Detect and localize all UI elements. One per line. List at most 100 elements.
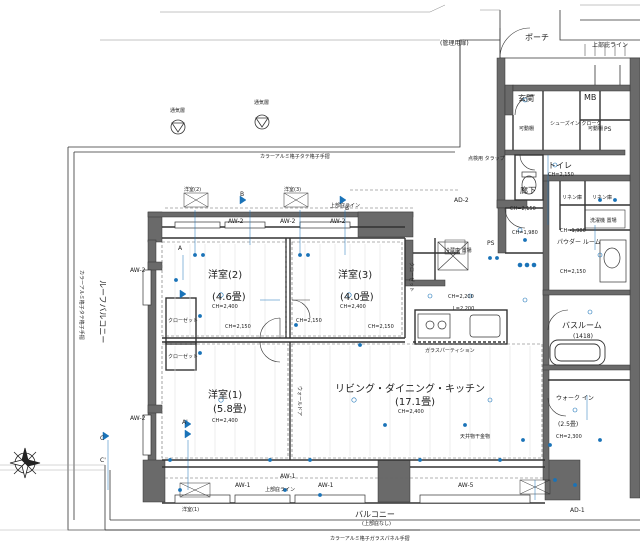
rail-left-label: カラーアルミ格子タテ格子手摺 [78, 270, 85, 340]
vent-symbols [170, 114, 270, 135]
bathroom-label: バスルーム [562, 321, 602, 330]
linen2-label: リネン庫 [592, 194, 612, 201]
linen1-label: リネン庫 [562, 194, 582, 201]
door-porch [499, 27, 531, 59]
upper-hisashi-top-label: 上部庇ライン [592, 41, 628, 49]
washing-machine [584, 209, 626, 229]
kenshu-label: 点検用 タラップ [468, 155, 505, 162]
powder-label: パウダー ルーム [557, 238, 601, 246]
washer-label: 洗濯機 置場 [590, 217, 617, 224]
mb-label: MB [584, 93, 596, 102]
section-b2-label: B' [345, 205, 351, 212]
window-hatch-label-3: 洋室(1) [182, 506, 199, 513]
ch2150-a-label: CH=2,150 [225, 324, 251, 330]
porch-label: ポーチ [525, 33, 549, 42]
windows [142, 221, 531, 504]
vent-2-label: 通気層 [254, 99, 269, 106]
kitchen-ch-label: CH=2,200 [448, 294, 474, 300]
ldk-size-label: (17.1畳) [395, 396, 435, 408]
ps-label-top: PS [604, 126, 612, 133]
corridor-label: 廊下 [520, 185, 536, 195]
closet-label-1: クローゼット [168, 317, 198, 324]
roof-balcony-hatch [0, 464, 105, 531]
bed2-ch-label: CH=2,400 [212, 304, 238, 310]
upper-hisashi-1-label: 上部庇ライン [330, 202, 360, 209]
ps-label-mid: PS [487, 240, 495, 247]
dashed-lines [161, 189, 545, 479]
section-a2-label: A' [182, 419, 188, 426]
bed1-size-label: (5.8畳) [213, 403, 247, 415]
aw2-label-5: AW-2 [280, 218, 296, 225]
electrical-leads [107, 155, 596, 500]
kanrisha-label: (管理用扉) [440, 39, 469, 47]
ceiling-hanger-label: 天井物干金物 [460, 433, 490, 440]
section-mark-arrows [102, 195, 347, 441]
ch2150-b-label: CH=2,150 [296, 318, 322, 324]
ch1980-b-label: CH=1,980 [560, 228, 586, 234]
bed2-size-label: (4.6畳) [212, 291, 246, 303]
toilet-ch-label: CH=2,150 [548, 172, 574, 178]
fridge-label: 冷蔵庫 置場 [445, 247, 472, 254]
ch1980-label: CH=1,980 [512, 230, 538, 236]
balcony-label: バルコニー [355, 510, 395, 519]
aw2-label-2: AW-2 [330, 218, 346, 225]
closet-label-3: クローゼット [408, 262, 415, 292]
entrance-label: 玄関 [518, 93, 534, 103]
aw5-label: AW-5 [458, 482, 474, 489]
bed1-label: 洋室(1) [208, 388, 242, 401]
electrical-outlets [168, 97, 617, 497]
toilet-label: トイレ [548, 161, 572, 170]
wall-door-label: ウォールドア [296, 386, 303, 416]
window-hatches-top [179, 192, 551, 498]
bed3-size-label: (4.0畳) [340, 291, 374, 303]
door-swings [259, 94, 569, 417]
walkin-label: ウォーク イン [556, 394, 594, 402]
powder-ch-label: CH=2,150 [560, 269, 586, 275]
ldk-ch-label: CH=2,400 [398, 409, 424, 415]
bathtub [549, 339, 606, 366]
section-c-label: C [100, 435, 104, 442]
compass-icon [9, 447, 41, 479]
structural-walls [142, 57, 640, 503]
aw1-label-3: AW-1 [280, 473, 296, 480]
closet-label-2: クローゼット [168, 353, 198, 360]
l2200-label: L=2,200 [453, 306, 474, 312]
bed3-ch-label: CH=2,400 [340, 304, 366, 310]
aw1-label-2: AW-1 [318, 482, 334, 489]
bathroom-size-label: (1418) [573, 333, 593, 340]
section-c2-label: C' [100, 457, 106, 464]
corridor-ch-label: CH=2,150 [510, 206, 536, 212]
bed2-label: 洋室(2) [208, 268, 242, 281]
ad2-label: AD-2 [454, 197, 469, 204]
upper-hisashi-2-label: 上部庇ライン [265, 486, 295, 493]
window-hatch-label-1: 洋室(2) [184, 186, 201, 193]
fridge-box [437, 241, 469, 271]
glass-partition-label: ガラスパーティション [425, 347, 475, 354]
washbasin [599, 239, 627, 283]
shuno-a-label: 可動棚 [519, 125, 534, 132]
porch-stairs [584, 44, 626, 56]
site-lines [100, 4, 640, 41]
toilet-fixture [521, 171, 537, 195]
aw1-label-1: AW-1 [235, 482, 251, 489]
aw2-label-4: AW-2 [130, 415, 146, 422]
bed1-ch-label: CH=2,400 [212, 418, 238, 424]
section-a-label: A [178, 245, 183, 252]
shoes-closet-label: シューズイン クローク [550, 120, 601, 127]
vent-1-label: 通気層 [170, 107, 185, 114]
window-hatch-label-2: 洋室(3) [284, 186, 301, 193]
walkin-size-label: (2.5畳) [558, 421, 578, 428]
bed3-label: 洋室(3) [338, 268, 372, 281]
aw2-label-3: AW-2 [130, 267, 146, 274]
roof-balcony-label: ルーフバルコニー [98, 280, 107, 343]
ad1-label: AD-1 [570, 507, 585, 514]
aw2-label-1: AW-2 [228, 218, 244, 225]
ldk-label: リビング・ダイニング・キッチン [335, 382, 485, 395]
section-b-label: B [240, 191, 244, 198]
shuno-b-label: 可動棚 [588, 125, 603, 132]
kitchen-sink [417, 313, 501, 339]
floor-stripes [174, 244, 531, 456]
balcony-outline [104, 465, 640, 531]
rail-bottom-label: カラーアルミ格子ガラスパネル手摺 [330, 535, 410, 542]
